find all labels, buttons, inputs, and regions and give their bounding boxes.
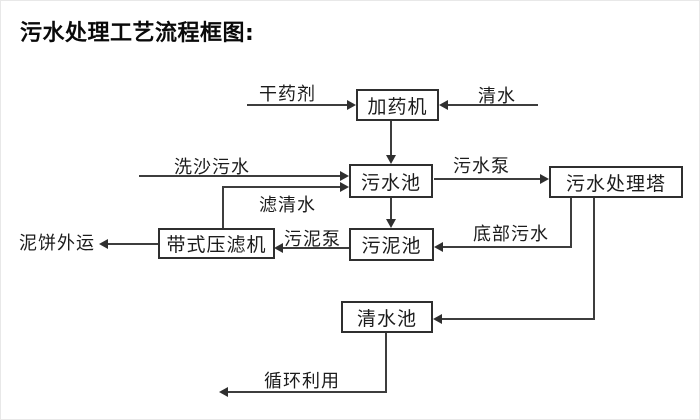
edge-sludge-pump-line: [283, 247, 349, 249]
edge-bottom-sewage-vline: [570, 198, 572, 248]
flow-label-dry-chemical: 干药剂: [259, 84, 316, 105]
arrowhead-left-icon: [434, 242, 443, 252]
flow-label-clear-water: 清水: [478, 86, 516, 107]
edge-pool-to-sludge-line: [390, 198, 392, 220]
edge-tower-to-clear-vline: [593, 198, 595, 319]
edge-recycle-hline: [228, 391, 387, 393]
flow-label-sludge-pump: 污泥泵: [284, 229, 341, 250]
arrowhead-left-icon: [433, 314, 442, 324]
node-dosing-machine: 加药机: [356, 89, 439, 121]
edge-sand-wash-line: [139, 175, 341, 177]
edge-bottom-sewage-hline: [443, 246, 572, 248]
arrowhead-right-icon: [540, 174, 549, 184]
edge-filtered-water-vline: [222, 186, 224, 228]
edge-sewage-pump-line: [434, 178, 540, 180]
edge-recycle-vline: [385, 333, 387, 393]
edge-clear-water-line: [448, 104, 538, 106]
node-sewage-pool: 污水池: [349, 164, 433, 198]
flow-label-filtered-water: 滤清水: [259, 195, 316, 216]
edge-filtered-water-hline: [222, 186, 340, 188]
node-belt-filter-press: 带式压滤机: [158, 228, 275, 259]
diagram-title: 污水处理工艺流程框图:: [20, 21, 255, 46]
node-clear-water-pool: 清水池: [341, 301, 433, 333]
edge-dry-chemical-line: [247, 104, 347, 106]
node-treatment-tower: 污水处理塔: [549, 166, 683, 198]
edge-mud-cake-line: [108, 243, 158, 245]
edge-tower-to-clear-hline: [442, 318, 595, 320]
flow-label-recycle-use: 循环利用: [264, 371, 340, 392]
edge-dosing-to-pool-line: [390, 121, 392, 155]
arrowhead-down-icon: [386, 155, 396, 164]
arrowhead-left-icon: [219, 387, 228, 397]
arrowhead-right-icon: [340, 171, 349, 181]
arrowhead-left-icon: [99, 239, 108, 249]
node-sludge-pool: 污泥池: [349, 228, 434, 261]
arrowhead-left-icon: [439, 100, 448, 110]
flow-label-sand-wash-sewage: 洗沙污水: [174, 157, 250, 178]
arrowhead-right-icon: [340, 182, 349, 192]
flow-label-sewage-pump: 污水泵: [453, 156, 510, 177]
arrowhead-left-icon: [274, 243, 283, 253]
flow-label-mud-cake-out: 泥饼外运: [19, 233, 95, 254]
arrowhead-down-icon: [386, 219, 396, 228]
arrowhead-right-icon: [347, 100, 356, 110]
flow-label-bottom-sewage: 底部污水: [473, 224, 549, 245]
